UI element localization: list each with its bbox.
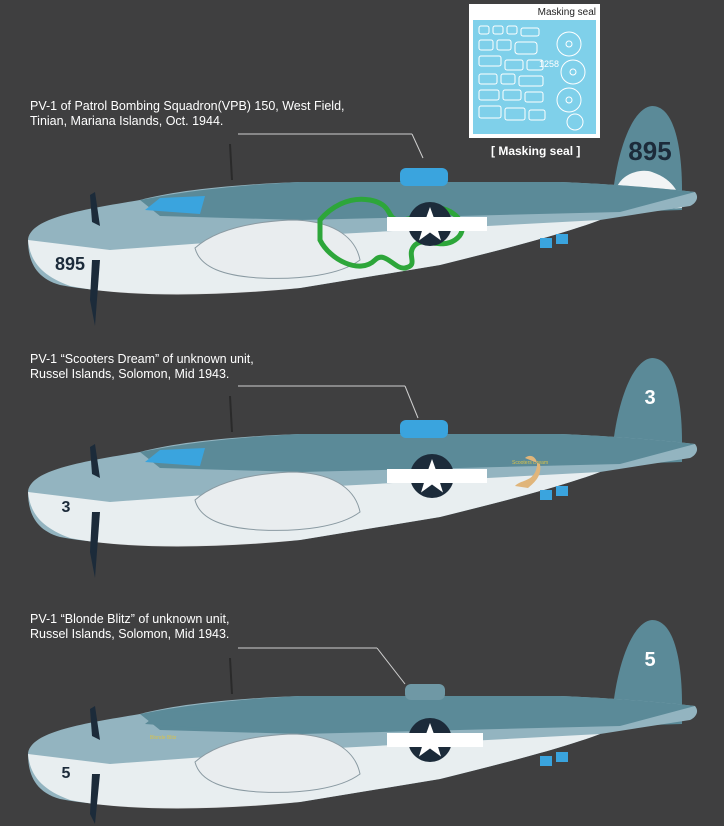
masking-seal-sheet: 1258 xyxy=(473,20,596,134)
masking-seal-number: 1258 xyxy=(539,59,559,69)
profile-2-caption-line2: Russel Islands, Solomon, Mid 1943. xyxy=(30,367,230,381)
profile-1-aircraft: 895 895 xyxy=(28,106,698,326)
profile-3-aircraft: 5 Blonde Blitz 5 xyxy=(28,620,698,824)
profile-2-nose-art: Scooters Dream xyxy=(512,460,548,466)
profile-3-nose-art: Blonde Blitz xyxy=(150,735,177,741)
profile-3-caption: PV-1 “Blonde Blitz” of unknown unit, Rus… xyxy=(30,612,229,642)
masking-seal-title: Masking seal xyxy=(537,7,596,18)
profile-3-caption-line1: PV-1 “Blonde Blitz” of unknown unit, xyxy=(30,612,230,626)
profile-1-tail-code: 895 xyxy=(628,136,671,166)
profile-2-caption-line1: PV-1 “Scooters Dream” of unknown unit, xyxy=(30,352,254,366)
profile-3-caption-line2: Russel Islands, Solomon, Mid 1943. xyxy=(30,627,230,641)
profile-2-nose-code: 3 xyxy=(62,499,71,516)
profile-2-tail-code: 3 xyxy=(644,387,655,409)
masking-seal-panel: Masking seal xyxy=(469,4,600,138)
profile-2-caption: PV-1 “Scooters Dream” of unknown unit, R… xyxy=(30,352,254,382)
profile-3-tail-code: 5 xyxy=(644,649,655,671)
profile-2-aircraft: 3 Scooters Dream 3 xyxy=(28,358,698,578)
profile-1-nose-code: 895 xyxy=(55,254,85,274)
profile-1-caption-line1: PV-1 of Patrol Bombing Squadron(VPB) 150… xyxy=(30,99,345,113)
profile-3-nose-code: 5 xyxy=(62,765,71,782)
masking-seal-caption: [ Masking seal ] xyxy=(491,144,581,158)
profile-1-caption: PV-1 of Patrol Bombing Squadron(VPB) 150… xyxy=(30,99,345,129)
profile-1-caption-line2: Tinian, Mariana Islands, Oct. 1944. xyxy=(30,114,224,128)
